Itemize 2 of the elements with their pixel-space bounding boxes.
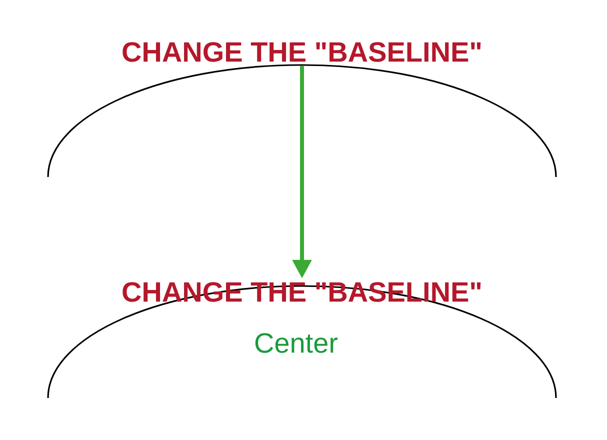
center-label: Center (255, 333, 338, 353)
curved-heading: CHANGE THE "BASELINE" (122, 42, 481, 62)
